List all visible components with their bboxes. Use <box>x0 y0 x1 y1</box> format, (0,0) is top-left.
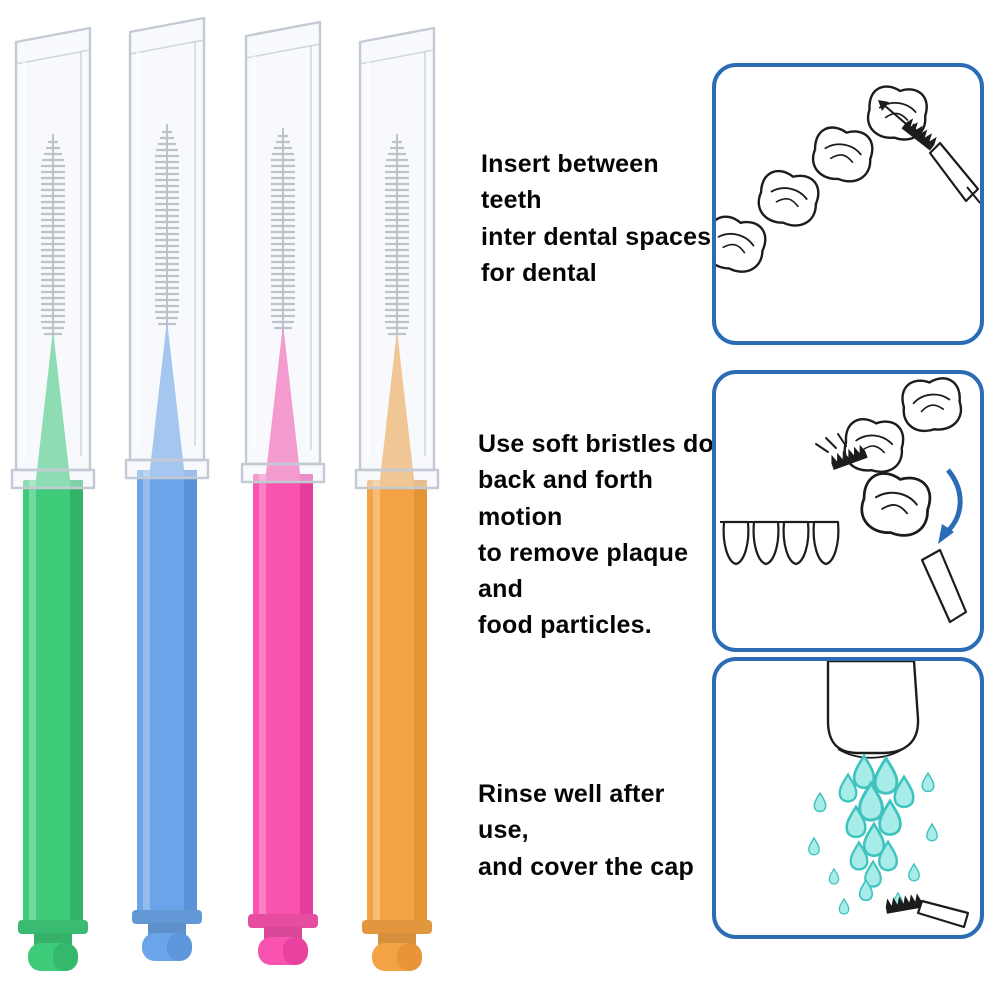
instruction-panel-1 <box>712 63 984 345</box>
brush-graphic-pink <box>240 20 326 967</box>
brush-graphic-green <box>10 26 96 973</box>
insert-between-teeth-illustration <box>716 83 980 278</box>
interdental-brush-tip <box>901 116 980 204</box>
interdental-brush-pink <box>238 12 328 970</box>
brush-graphic-blue <box>124 16 210 963</box>
rinsed-brush <box>884 892 970 929</box>
instruction-text-3: Rinse well after use, and cover the cap <box>478 780 694 881</box>
instruction-panel-3 <box>712 657 984 939</box>
brush-handle <box>920 548 968 624</box>
water-spray <box>808 754 938 915</box>
instruction-panel-2 <box>712 370 984 652</box>
motion-arrow <box>938 468 963 544</box>
interdental-brush-green <box>8 18 98 976</box>
brush-graphic-orange <box>354 26 440 973</box>
interdental-brush-blue <box>122 8 212 966</box>
back-and-forth-motion-illustration <box>720 375 968 624</box>
bristle-brush-tip <box>815 433 868 470</box>
upper-teeth-row <box>716 83 931 278</box>
instruction-text-2: Use soft bristles do back and forth moti… <box>478 430 714 640</box>
faucet-nozzle <box>826 661 920 759</box>
instruction-text-1: Insert between teeth inter dental spaces… <box>481 150 719 287</box>
rinse-illustration <box>808 661 970 929</box>
teeth-group <box>720 375 965 566</box>
interdental-brush-orange <box>352 18 442 976</box>
